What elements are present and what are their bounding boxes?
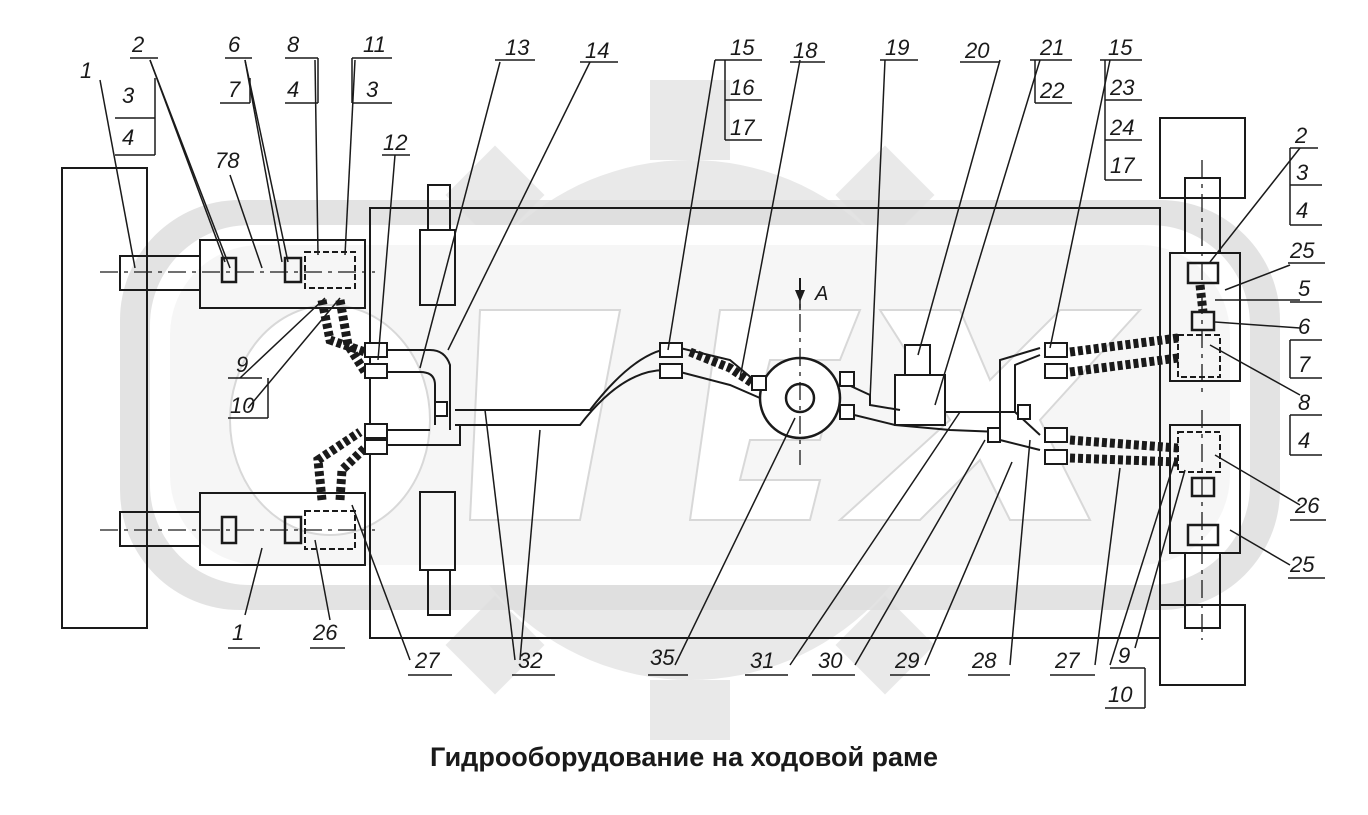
label-31: 31 — [750, 648, 774, 673]
label-35: 35 — [650, 645, 675, 670]
label-3: 3 — [1296, 160, 1309, 185]
label-frames — [115, 57, 1326, 709]
part-labels: 1 2 3 4 6 7 8 4 11 3 78 12 13 14 9 10 15… — [80, 32, 1320, 707]
label-8: 8 — [287, 32, 300, 57]
valve-block — [894, 344, 946, 426]
label-7: 7 — [228, 77, 241, 102]
label-9: 9 — [236, 352, 248, 377]
right-cylinder-top — [1159, 117, 1246, 395]
label-22: 22 — [1039, 78, 1064, 103]
label-23: 23 — [1109, 75, 1135, 100]
label-20: 20 — [964, 38, 990, 63]
label-13: 13 — [505, 35, 530, 60]
section-arrow: А — [795, 278, 828, 305]
label-6: 6 — [228, 32, 241, 57]
label-1: 1 — [80, 58, 92, 83]
label-28: 28 — [971, 648, 997, 673]
label-19: 19 — [885, 35, 909, 60]
section-label: А — [814, 283, 828, 305]
label-4: 4 — [1296, 198, 1308, 223]
label-10: 10 — [1108, 682, 1133, 707]
label-78: 78 — [215, 148, 240, 173]
label-2: 2 — [1294, 123, 1307, 148]
label-18: 18 — [793, 38, 818, 63]
label-2: 2 — [131, 32, 144, 57]
label-16: 16 — [730, 75, 755, 100]
label-4: 4 — [287, 77, 299, 102]
label-5: 5 — [1298, 276, 1311, 301]
leader-lines — [99, 59, 1301, 666]
left-cylinder-top — [100, 239, 375, 309]
label-3: 3 — [366, 77, 379, 102]
left-cylinder-bottom — [100, 492, 375, 566]
label-32: 32 — [518, 648, 542, 673]
label-10: 10 — [230, 393, 255, 418]
label-6: 6 — [1298, 314, 1311, 339]
label-27: 27 — [414, 648, 440, 673]
label-24: 24 — [1109, 115, 1134, 140]
label-15: 15 — [730, 35, 755, 60]
label-25: 25 — [1289, 552, 1315, 577]
label-14: 14 — [585, 38, 609, 63]
label-17: 17 — [730, 115, 755, 140]
label-3: 3 — [122, 83, 135, 108]
right-cylinder-bottom — [1159, 410, 1246, 686]
label-4: 4 — [1298, 428, 1310, 453]
label-29: 29 — [894, 648, 919, 673]
label-17: 17 — [1110, 153, 1135, 178]
flexible-hoses — [313, 284, 1208, 501]
label-30: 30 — [818, 648, 843, 673]
label-1: 1 — [232, 620, 244, 645]
label-21: 21 — [1039, 35, 1064, 60]
label-8: 8 — [1298, 390, 1311, 415]
label-15: 15 — [1108, 35, 1133, 60]
label-25: 25 — [1289, 238, 1315, 263]
left-outrigger-plate — [61, 167, 148, 629]
label-4: 4 — [122, 125, 134, 150]
label-11: 11 — [363, 32, 386, 57]
fittings — [364, 342, 1068, 465]
label-9: 9 — [1118, 643, 1130, 668]
label-26: 26 — [312, 620, 338, 645]
label-26: 26 — [1294, 493, 1320, 518]
frame-jacks — [419, 184, 456, 616]
label-12: 12 — [383, 130, 407, 155]
figure-caption: Гидрооборудование на ходовой раме — [429, 742, 939, 772]
label-27: 27 — [1054, 648, 1080, 673]
label-7: 7 — [1298, 352, 1311, 377]
